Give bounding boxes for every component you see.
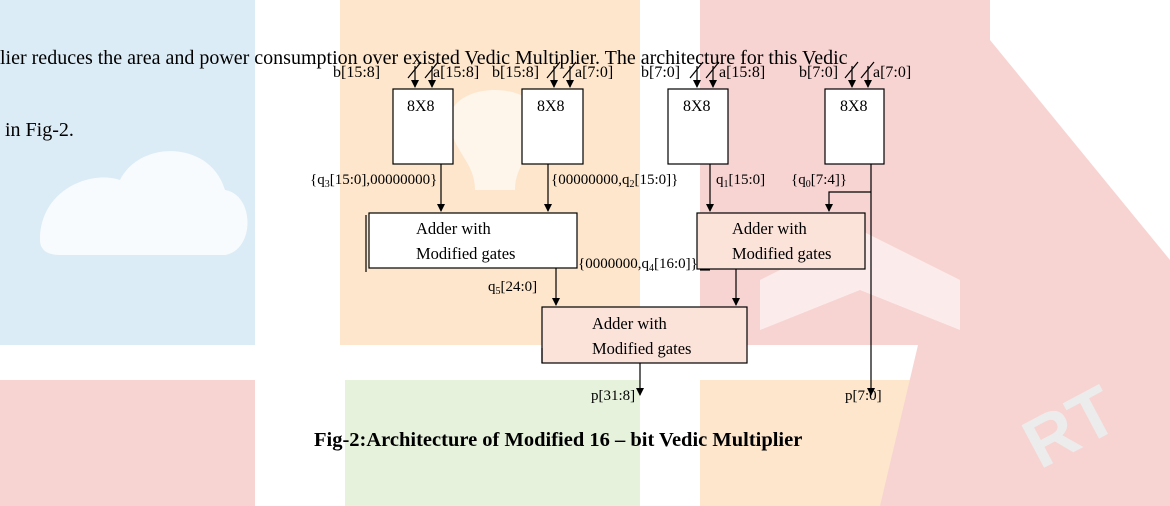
adder-3-line-2: Modified gates [592,339,691,358]
paragraph-line-2: in Fig-2. [0,118,1170,142]
signal-q3: {q3[15:0],00000000} [310,172,437,190]
output-low-label: p[7:0] [845,388,882,404]
figure-caption: Fig-2:Architecture of Modified 16 – bit … [314,429,802,452]
body-paragraph: lier reduces the area and power consumpt… [0,0,1170,166]
signal-q2: {00000000,q2[15:0]} [551,172,678,190]
signal-q5: q5[24:0] [488,279,537,297]
paragraph-line-1: lier reduces the area and power consumpt… [0,46,1170,70]
output-high-label: p[31:8] [591,388,635,404]
adder-1-line-2: Modified gates [416,244,515,263]
wire-q0 [829,192,871,211]
adder-1-line-1: Adder with [416,219,491,238]
adder-3-line-1: Adder with [592,314,667,333]
signal-q1: q1[15:0] [716,172,765,190]
signal-q4: {0000000,q4[16:0]} [578,256,698,274]
adder-2-line-1: Adder with [732,219,807,238]
signal-q0: {q0[7:4]} [791,172,847,190]
adder-2-line-2: Modified gates [732,244,831,263]
